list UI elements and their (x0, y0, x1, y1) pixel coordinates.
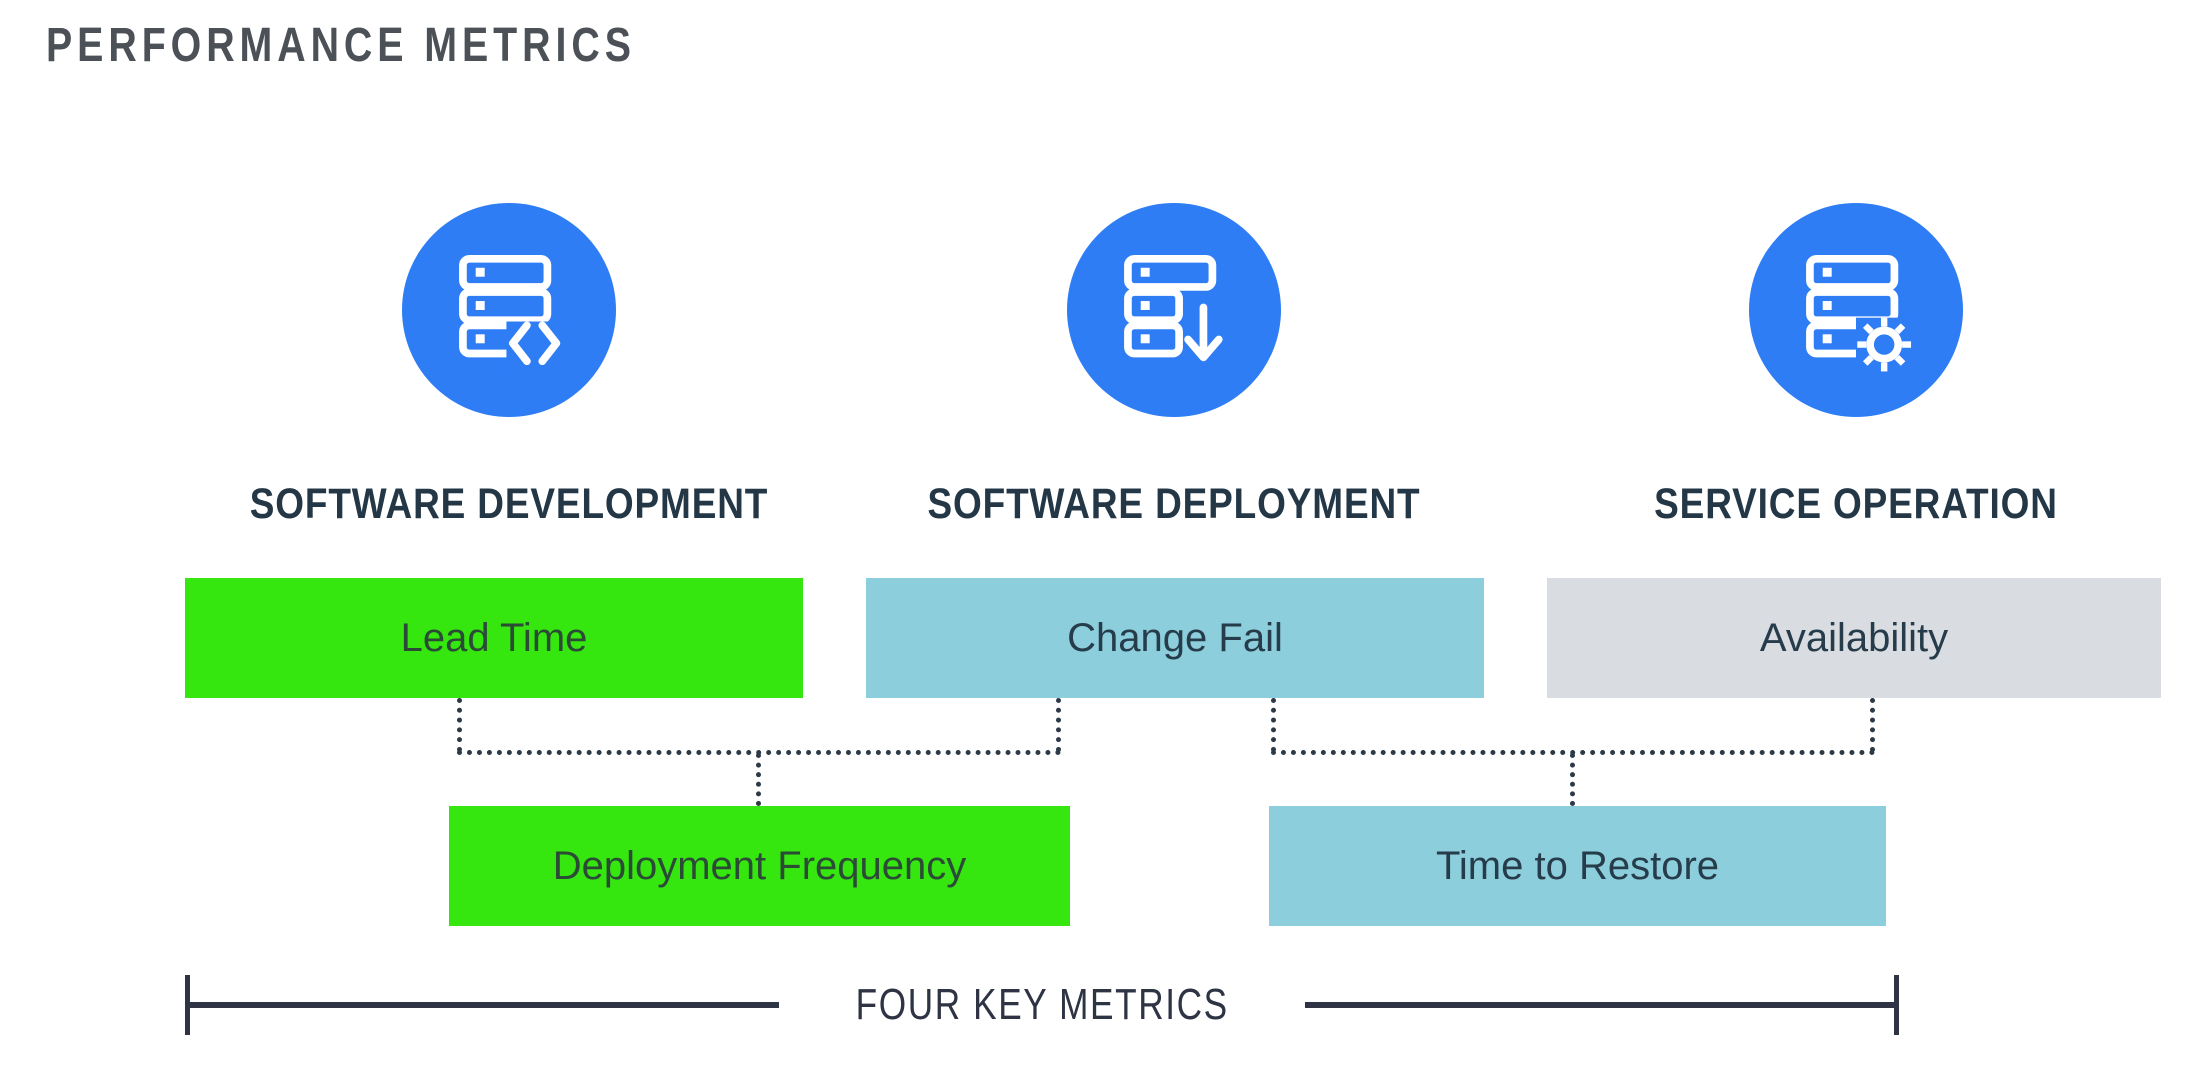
bracket-label: FOUR KEY METRICS (855, 980, 1229, 1029)
bracket-left-rule (190, 1002, 779, 1008)
connector-time-to-restore-drop (1570, 753, 1575, 806)
four-key-metrics-bracket: FOUR KEY METRICS (185, 975, 1900, 1035)
icon-circle-operation (1749, 203, 1963, 417)
bracket-left-tick (185, 975, 190, 1035)
metric-box-change-fail: Change Fail (866, 578, 1484, 698)
page-title: PERFORMANCE METRICS (46, 19, 636, 72)
metric-label: Change Fail (1067, 615, 1283, 660)
column-heading-service-operation: SERVICE OPERATION (1654, 480, 2058, 528)
metric-box-time-to-restore: Time to Restore (1269, 806, 1886, 926)
metric-label: Lead Time (400, 615, 588, 660)
server-gear-icon (1806, 254, 1920, 374)
connector-change-fail-right-drop (1271, 698, 1276, 752)
column-heading-software-deployment: SOFTWARE DEPLOYMENT (927, 480, 1421, 528)
connector-left-horizontal (457, 750, 1061, 755)
connector-change-fail-left-drop (1056, 698, 1061, 752)
icon-circle-deployment (1067, 203, 1281, 417)
bracket-right-tick (1894, 975, 1900, 1035)
metric-box-lead-time: Lead Time (185, 578, 803, 698)
metric-label: Availability (1759, 615, 1949, 660)
connector-right-horizontal (1271, 750, 1875, 755)
metric-box-deployment-frequency: Deployment Frequency (449, 806, 1070, 926)
connector-lead-time-drop (457, 698, 462, 752)
bracket-right-rule (1305, 1002, 1895, 1008)
server-code-icon (459, 254, 573, 374)
connector-deployment-frequency-drop (756, 753, 761, 806)
column-heading-software-development: SOFTWARE DEVELOPMENT (249, 480, 769, 528)
icon-circle-development (402, 203, 616, 417)
metric-label: Deployment Frequency (552, 843, 967, 888)
server-download-icon (1124, 254, 1223, 362)
metric-box-availability: Availability (1547, 578, 2161, 698)
metric-label: Time to Restore (1435, 843, 1720, 888)
connector-availability-drop (1870, 698, 1875, 752)
